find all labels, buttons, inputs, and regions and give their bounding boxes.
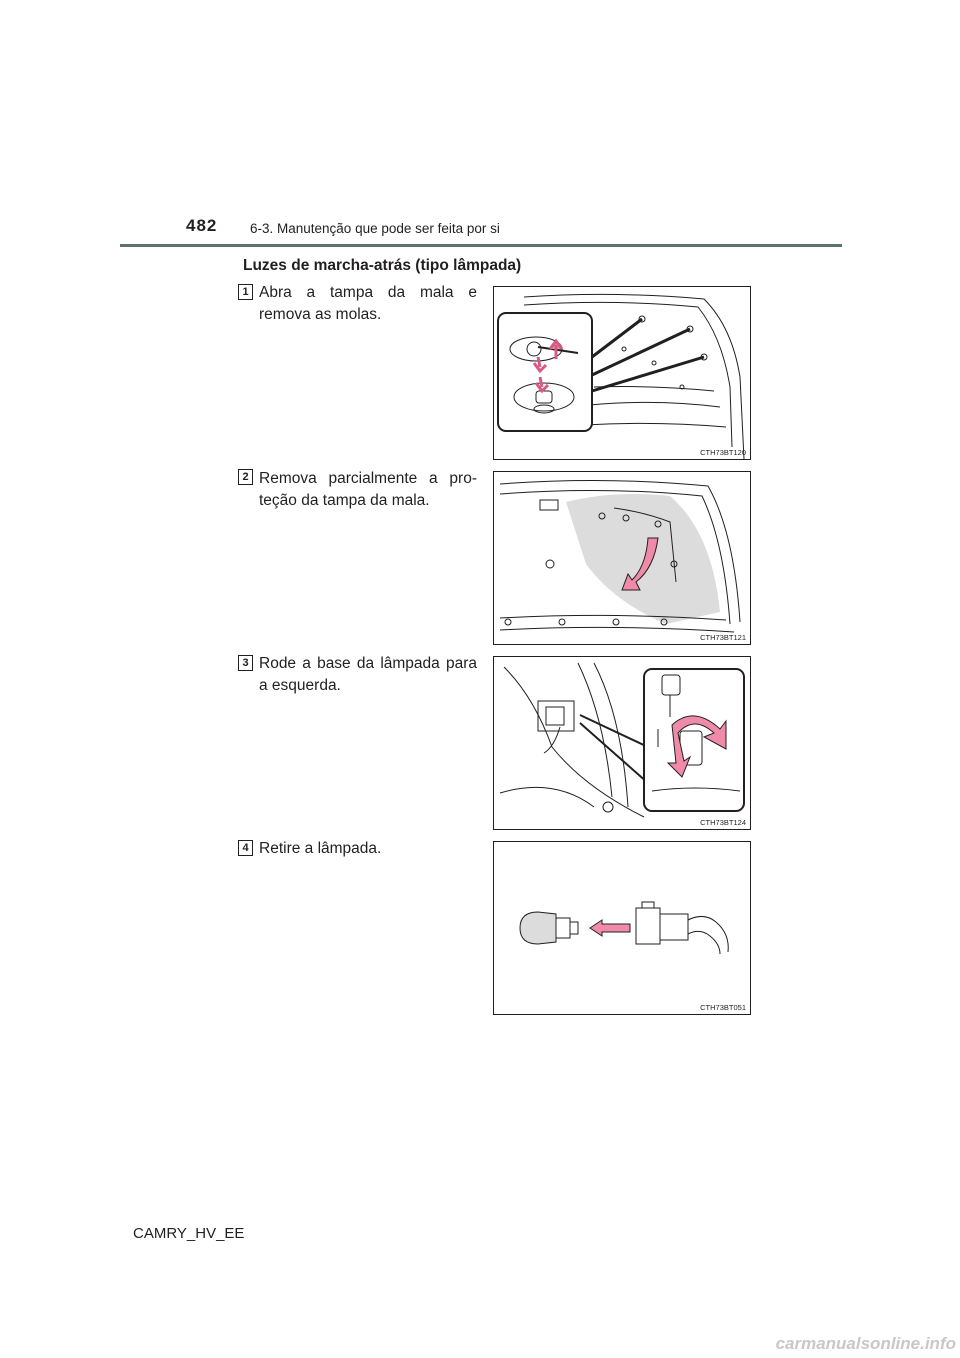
- step-3-text: Rode a base da lâmpada para a esquerda.: [259, 655, 477, 694]
- footer-model-code: CAMRY_HV_EE: [133, 1225, 245, 1242]
- step-3-figure: CTH73BT124: [493, 656, 751, 830]
- figure-code: CTH73BT120: [700, 448, 746, 457]
- step-1-badge: 1: [238, 284, 253, 300]
- bulb-removal-illustration: CTH73BT051: [519, 901, 746, 1012]
- step-2-text: Remova parcialmente a pro-teção da tampa…: [259, 470, 477, 509]
- step-1-text: Abra a tampa da mala e remova as molas.: [259, 284, 477, 323]
- step-2-badge: 2: [238, 469, 253, 485]
- trunk-lid-clips-illustration: CTH73BT120: [497, 293, 746, 459]
- figure-code: CTH73BT051: [700, 1003, 746, 1012]
- procedure-heading: Luzes de marcha-atrás (tipo lâmpada): [243, 257, 522, 274]
- step-3-badge: 3: [238, 655, 253, 671]
- step-4-figure: CTH73BT051: [493, 841, 751, 1015]
- header-divider: [120, 244, 842, 247]
- trunk-lid-trim-illustration: CTH73BT121: [499, 479, 746, 642]
- step-2-figure: CTH73BT121: [493, 471, 751, 645]
- watermark: carmanualsonline.info: [775, 1334, 956, 1353]
- section-title: 6-3. Manutenção que pode ser feita por s…: [250, 221, 500, 236]
- page-number: 482: [186, 216, 218, 235]
- step-4-text: Retire a lâmpada.: [259, 840, 382, 857]
- figure-code: CTH73BT121: [700, 633, 746, 642]
- step-4-badge: 4: [238, 840, 253, 856]
- bulb-base-rotate-illustration: CTH73BT124: [499, 662, 746, 827]
- step-1-figure: CTH73BT120: [493, 286, 751, 460]
- figure-code: CTH73BT124: [700, 818, 746, 827]
